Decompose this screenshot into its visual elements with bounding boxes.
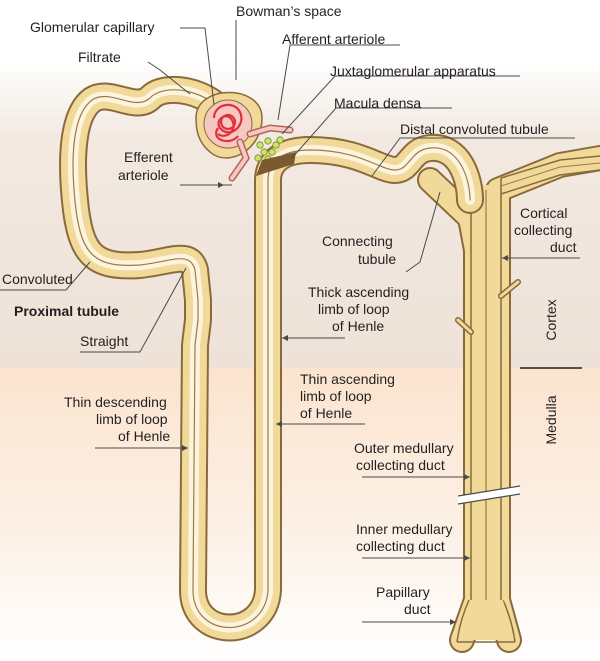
glomerular-capillary xyxy=(212,103,243,143)
label-thin-descending-line3: of Henle xyxy=(118,428,170,444)
label-cortical-cd-line3: duct xyxy=(550,239,577,255)
label-papillary-line1: Papillary xyxy=(376,584,430,600)
label-convoluted: Convoluted xyxy=(2,271,73,287)
label-papillary-line2: duct xyxy=(404,601,431,617)
juxtaglomerular-cells xyxy=(254,136,284,163)
label-thick-ascending-line1: Thick ascending xyxy=(308,284,409,300)
label-straight: Straight xyxy=(80,333,128,349)
label-macula-densa: Macula densa xyxy=(334,95,421,111)
label-cortical-cd-line1: Cortical xyxy=(520,205,567,221)
label-thick-ascending-line3: of Henle xyxy=(332,318,384,334)
label-cortical-cd-line2: collecting xyxy=(514,222,572,238)
label-thin-descending-line1: Thin descending xyxy=(64,394,167,410)
macula-densa xyxy=(256,152,296,176)
cortex-zone-label: Cortex xyxy=(543,299,559,340)
label-distal-convoluted-tubule: Distal convoluted tubule xyxy=(400,121,549,137)
label-afferent-arteriole: Afferent arteriole xyxy=(282,31,385,47)
label-connecting-line1: Connecting xyxy=(322,233,393,249)
label-bowmans-space: Bowman’s space xyxy=(236,3,342,19)
label-thin-ascending-line3: of Henle xyxy=(300,405,352,421)
label-proximal-tubule: Proximal tubule xyxy=(14,303,119,319)
label-efferent-arteriole-line2: arteriole xyxy=(118,167,169,183)
label-outer-medullary-line1: Outer medullary xyxy=(354,440,454,456)
nephron-tubule xyxy=(59,75,484,642)
label-thin-ascending-line1: Thin ascending xyxy=(300,371,395,387)
label-connecting-line2: tubule xyxy=(358,251,396,267)
label-outer-medullary-line2: collecting duct xyxy=(356,457,445,473)
collecting-duct xyxy=(417,145,600,653)
label-juxtaglomerular-apparatus: Juxtaglomerular apparatus xyxy=(330,63,496,79)
label-glomerular-capillary: Glomerular capillary xyxy=(30,19,154,35)
leader-lines xyxy=(0,20,580,625)
medulla-zone-label: Medulla xyxy=(543,395,559,444)
label-thick-ascending-line2: limb of loop xyxy=(318,301,390,317)
label-thin-descending-line2: limb of loop xyxy=(96,411,168,427)
label-thin-ascending-line2: limb of loop xyxy=(300,388,372,404)
arterioles xyxy=(228,124,294,182)
label-inner-medullary-line1: Inner medullary xyxy=(356,521,453,537)
label-filtrate: Filtrate xyxy=(78,49,121,65)
label-efferent-arteriole-line1: Efferent xyxy=(124,149,173,165)
label-inner-medullary-line2: collecting duct xyxy=(356,538,445,554)
